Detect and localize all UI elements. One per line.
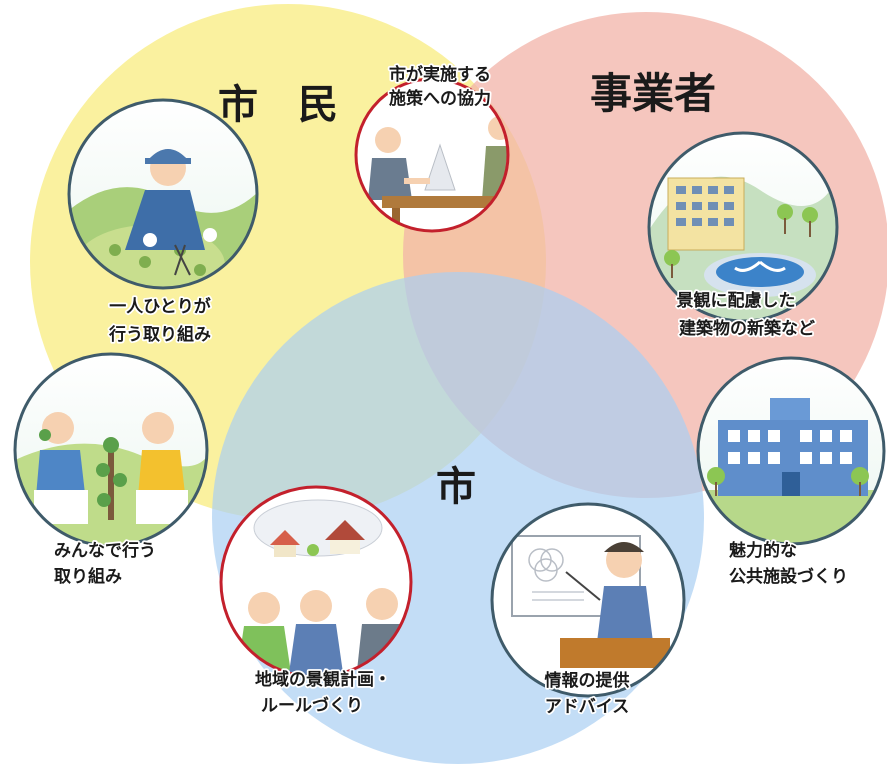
advice-caption-line1: 情報の提供	[545, 670, 630, 691]
building-caption-line2: 建築物の新築など	[679, 318, 815, 339]
cooperation-caption-line2: 施策への協力	[389, 88, 491, 109]
individual-caption-line2: 行う取り組み	[108, 324, 211, 345]
public-facility-vignette	[696, 356, 886, 546]
advice-caption-line2: アドバイス	[545, 697, 630, 717]
cooperation-vignette	[354, 77, 510, 233]
cooperation-caption-line1: 市が実施する	[389, 64, 491, 85]
individual-caption-line1: 一人ひとりが	[109, 296, 211, 317]
community-caption-line2: 取り組み	[54, 566, 122, 587]
planning-vignette	[219, 485, 413, 679]
citizens-label: 市 民	[218, 82, 338, 128]
public-facility-caption-line2: 公共施設づくり	[729, 566, 848, 587]
city-label: 市	[436, 464, 476, 510]
building-caption-line1: 景観に配慮した	[677, 290, 796, 311]
business-label: 事業者	[590, 69, 716, 118]
planning-caption-line1: 地域の景観計画・	[255, 669, 391, 690]
building-vignette	[647, 131, 839, 323]
public-facility-caption-line1: 魅力的な	[729, 540, 797, 561]
community-vignette	[13, 352, 209, 548]
planning-caption-line2: ルールづくり	[261, 696, 363, 716]
advice-vignette	[490, 502, 686, 698]
community-caption-line1: みんなで行う	[54, 540, 156, 561]
